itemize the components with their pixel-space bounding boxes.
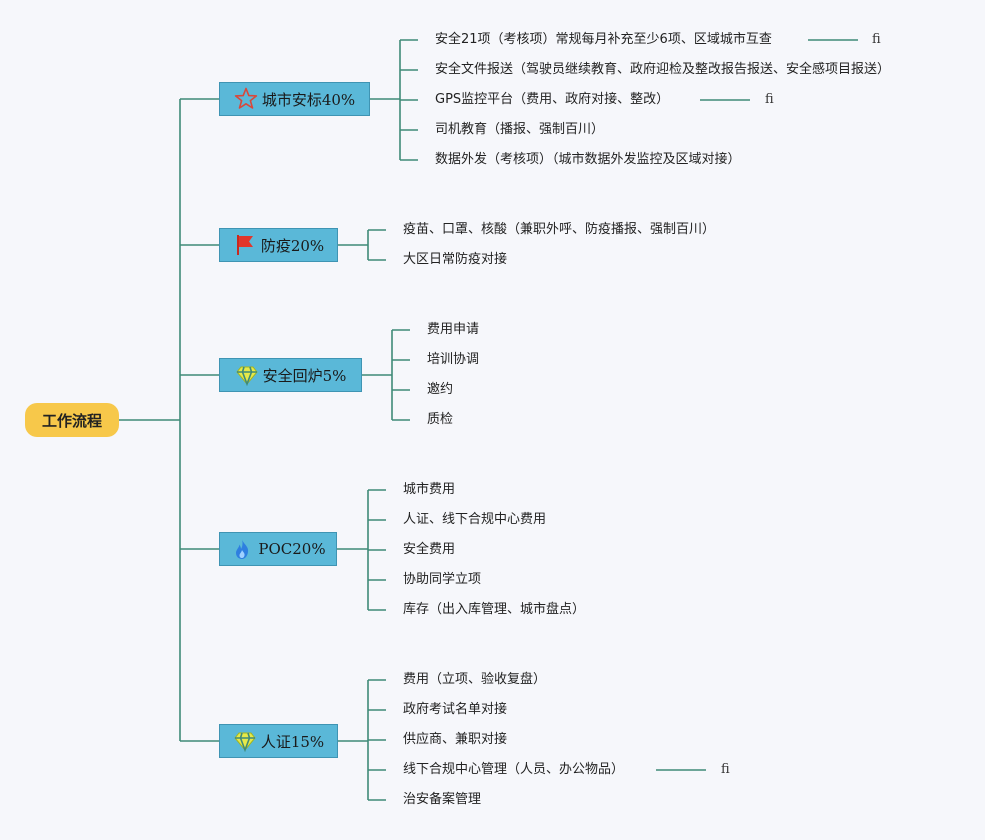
leaf-item[interactable]: 安全文件报送（驾驶员继续教育、政府迎检及整改报告报送、安全感项目报送）	[435, 62, 891, 77]
leaf-item[interactable]: 费用申请	[427, 322, 480, 337]
leaf-item[interactable]: 邀约	[427, 382, 454, 397]
star-icon	[234, 87, 258, 111]
leaf-item[interactable]: 供应商、兼职对接	[403, 732, 508, 747]
diamond-icon	[235, 363, 259, 387]
leaf-item[interactable]: 培训协调	[427, 352, 480, 367]
root-label: 工作流程	[41, 411, 102, 430]
leaf-item[interactable]: 数据外发（考核项）（城市数据外发监控及区域对接）	[435, 152, 741, 167]
leaf-item[interactable]: GPS监控平台（费用、政府对接、整改）	[435, 92, 670, 107]
note-marker: fi	[765, 92, 774, 107]
leaf-item[interactable]: 治安备案管理	[403, 792, 482, 807]
branch-safety-retraining[interactable]: 安全回炉5%	[219, 358, 362, 392]
root-node[interactable]: 工作流程	[25, 403, 119, 437]
branch-label: 防疫20%	[260, 236, 325, 255]
leaf-item[interactable]: 安全21项（考核项）常规每月补充至少6项、区域城市互查	[435, 32, 772, 47]
leaf-item[interactable]: 协助同学立项	[403, 572, 482, 587]
leaf-item[interactable]: 大区日常防疫对接	[403, 252, 508, 267]
branch-label: 安全回炉5%	[262, 366, 347, 385]
note-marker: fi	[721, 762, 730, 777]
branch-label: 城市安标40%	[261, 90, 356, 109]
leaf-item[interactable]: 库存（出入库管理、城市盘点）	[403, 602, 586, 617]
branch-poc[interactable]: POC20%	[219, 532, 337, 566]
leaf-item[interactable]: 城市费用	[403, 482, 456, 497]
leaf-item[interactable]: 质检	[427, 412, 454, 427]
diamond-icon	[233, 729, 257, 753]
branch-epidemic[interactable]: 防疫20%	[219, 228, 338, 262]
leaf-item[interactable]: 司机教育（播报、强制百川）	[435, 122, 605, 137]
branch-id-verification[interactable]: 人证15%	[219, 724, 338, 758]
leaf-item[interactable]: 政府考试名单对接	[403, 702, 508, 717]
leaf-item[interactable]: 人证、线下合规中心费用	[403, 512, 547, 527]
branch-city-safety[interactable]: 城市安标40%	[219, 82, 370, 116]
fire-icon	[230, 537, 254, 561]
leaf-item[interactable]: 疫苗、口罩、核酸（兼职外呼、防疫播报、强制百川）	[403, 222, 716, 237]
branch-label: 人证15%	[260, 732, 325, 751]
leaf-item[interactable]: 费用（立项、验收复盘）	[403, 672, 547, 687]
leaf-item[interactable]: 安全费用	[403, 542, 456, 557]
leaf-item[interactable]: 线下合规中心管理（人员、办公物品）	[403, 762, 625, 777]
note-marker: fi	[872, 32, 881, 47]
branch-label: POC20%	[258, 540, 326, 558]
red-flag-icon	[233, 233, 257, 257]
